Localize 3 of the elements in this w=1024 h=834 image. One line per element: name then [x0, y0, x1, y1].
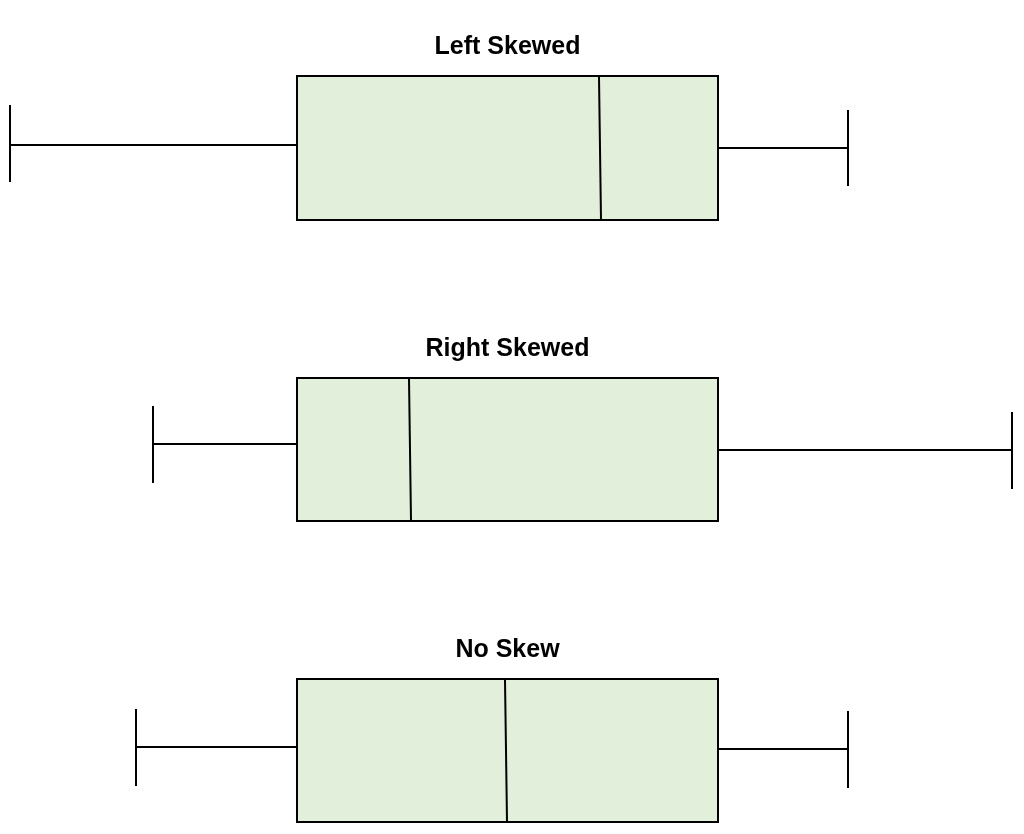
box-plot-title: Right Skewed: [425, 335, 590, 360]
box-plot-title: Left Skewed: [434, 33, 581, 58]
box-plot-title: No Skew: [455, 636, 560, 661]
